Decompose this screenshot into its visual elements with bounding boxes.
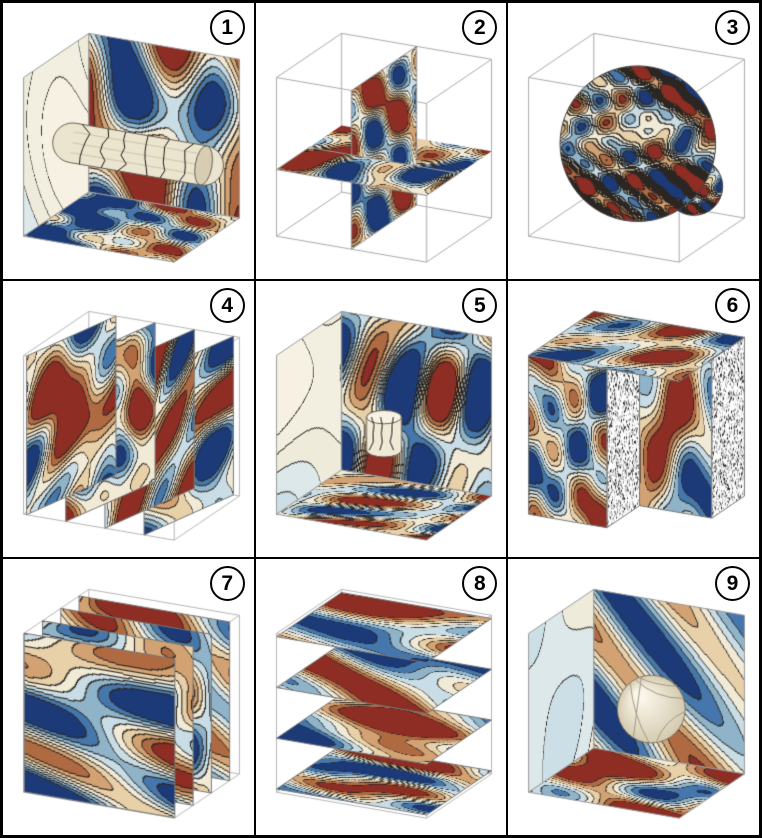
panel-cell-1: 1: [3, 3, 254, 279]
panel-number-badge-7: 7: [209, 566, 245, 601]
plot-canvas-9: [508, 559, 759, 835]
plot-canvas-6: [508, 281, 759, 557]
panel-cell-5: 5: [255, 281, 507, 557]
panel-cell-9: 9: [508, 559, 759, 835]
panel-cell-3: 3: [508, 3, 759, 279]
panel-cell-8: 8: [255, 559, 507, 835]
plot-canvas-5: [255, 281, 507, 557]
panel-number-4: 4: [221, 293, 233, 317]
panel-number-5: 5: [473, 293, 486, 317]
plot-canvas-4: [3, 281, 254, 557]
panel-number-6: 6: [726, 293, 739, 317]
panel-cell-2: 2: [255, 3, 507, 279]
plot-canvas-7: [3, 559, 254, 835]
panel-number-badge-4: 4: [209, 288, 245, 323]
panel-number-7: 7: [221, 571, 233, 595]
panel-number-8: 8: [473, 571, 486, 595]
panel-number-badge-3: 3: [715, 10, 750, 45]
panel-number-9: 9: [726, 571, 739, 595]
plot-canvas-3: [508, 3, 759, 279]
panel-cell-4: 4: [3, 281, 254, 557]
panel-number-badge-6: 6: [715, 288, 750, 323]
panel-number-badge-2: 2: [462, 10, 498, 45]
plot-canvas-2: [255, 3, 507, 279]
panel-cell-7: 7: [3, 559, 254, 835]
plot-canvas-1: [3, 3, 254, 279]
panel-number-badge-1: 1: [209, 10, 245, 45]
panel-number-badge-5: 5: [462, 288, 498, 323]
panel-number-badge-9: 9: [715, 566, 750, 601]
plot-canvas-8: [255, 559, 507, 835]
panel-number-badge-8: 8: [462, 566, 498, 601]
panel-number-2: 2: [473, 15, 486, 39]
panel-number-3: 3: [726, 15, 739, 39]
panel-cell-6: 6: [508, 281, 759, 557]
panel-number-1: 1: [221, 15, 233, 39]
